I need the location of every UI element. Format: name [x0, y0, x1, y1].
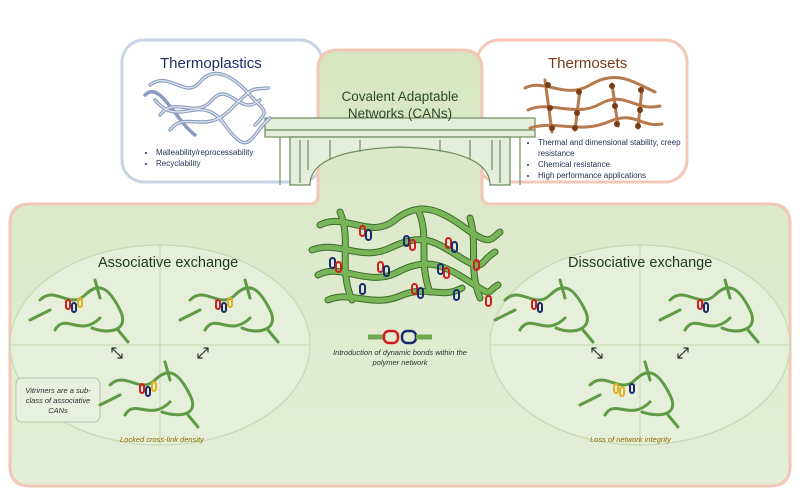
central-dynamic-bonds: [329, 225, 492, 307]
bridge-illustration: [264, 117, 536, 186]
bullet-item: Chemical resistance: [538, 159, 688, 170]
thermoplastics-title: Thermoplastics: [160, 55, 262, 72]
bullet-item: Thermal and dimensional stability, creep…: [538, 137, 688, 159]
dissociative-footer: Loss of network integrity: [590, 435, 671, 444]
associative-footer: Locked cross-link density: [120, 435, 204, 444]
associative-networks: [28, 278, 280, 429]
thermoplastics-bullets: Malleability/reprocessability Recyclabil…: [144, 147, 253, 169]
bullet-item: Recyclability: [156, 158, 253, 169]
associative-title: Associative exchange: [98, 255, 239, 271]
vitrimer-note: Vitrimers are a sub-class of associative…: [25, 386, 91, 415]
thermosets-bullets: Thermal and dimensional stability, creep…: [526, 137, 688, 181]
thermoset-network-icon: [523, 75, 664, 134]
dynamic-bond-caption: Introduction of dynamic bonds within the…: [333, 348, 467, 367]
cans-title: Covalent Adaptable Networks (CANs): [341, 89, 459, 121]
central-polymer-network: [308, 205, 504, 304]
vitrimer-note-box: [15, 377, 101, 423]
dissociative-ellipse: [489, 244, 791, 446]
dynamic-bond-legend-icon: [368, 329, 432, 345]
bullet-item: High performance applications: [538, 170, 688, 181]
dissociative-networks: [493, 278, 760, 429]
bullet-item: Malleability/reprocessability: [156, 147, 253, 158]
dissociative-title: Dissociative exchange: [568, 255, 713, 271]
thermosets-title: Thermosets: [548, 55, 628, 72]
